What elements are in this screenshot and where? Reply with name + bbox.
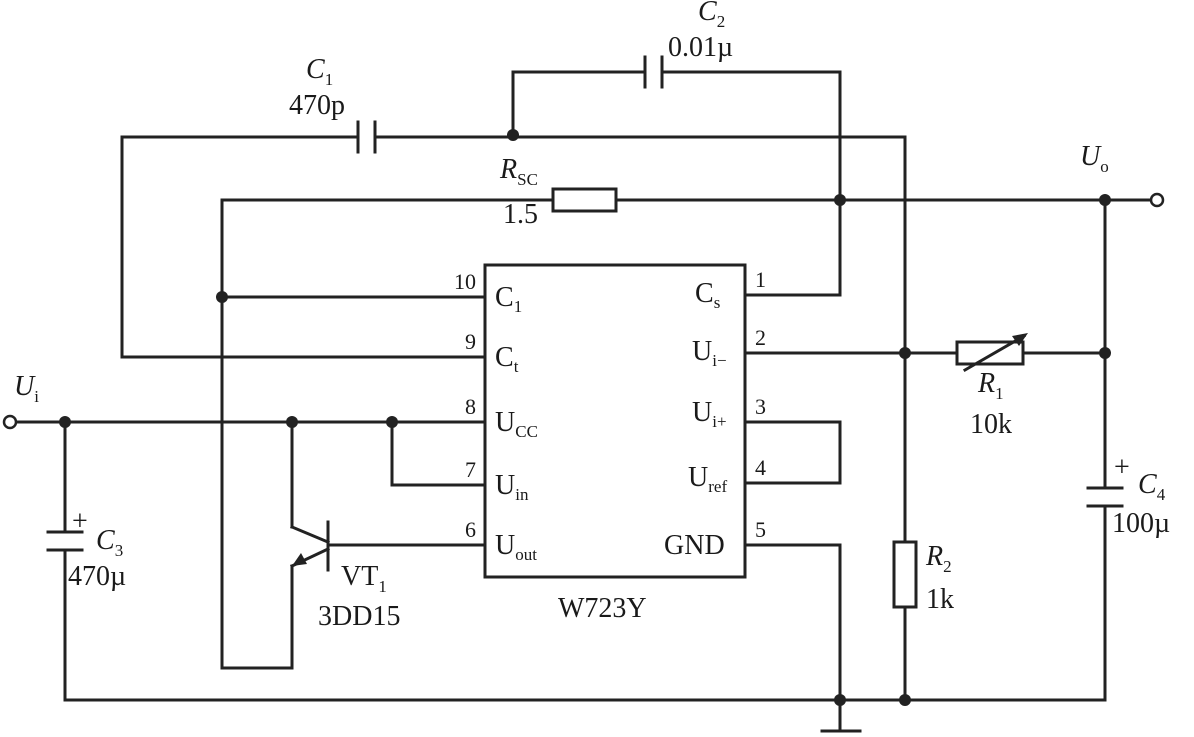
- ic-w723y: [483, 263, 747, 579]
- capacitor-c1: [356, 120, 377, 154]
- c3-polarity: +: [72, 506, 88, 537]
- capacitor-c3: [46, 530, 84, 552]
- pin-label-ct: Ct: [495, 342, 519, 376]
- pin-number: 3: [755, 394, 766, 419]
- pin-number: 1: [755, 267, 766, 292]
- pin-number: 6: [465, 517, 476, 542]
- pin-label-uout: Uout: [495, 530, 537, 564]
- transistor-vt1: [290, 520, 330, 572]
- c2-value: 0.01µ: [668, 32, 733, 63]
- pin-label-gnd: GND: [664, 530, 725, 561]
- pin-label-uin: Uin: [495, 470, 529, 504]
- resistor-r1: [955, 333, 1028, 373]
- r1-value: 10k: [970, 409, 1012, 440]
- rsc-name: RSC: [499, 154, 538, 189]
- c2-name: C2: [698, 0, 725, 31]
- c1-name: C1: [306, 54, 333, 89]
- pin-number: 2: [755, 325, 766, 350]
- pin-number: 4: [755, 455, 766, 480]
- vt1-value: 3DD15: [318, 601, 400, 632]
- pin-number: 10: [454, 269, 476, 294]
- c4-polarity: +: [1114, 452, 1130, 483]
- pin-number: 5: [755, 517, 766, 542]
- pin-number: 8: [465, 394, 476, 419]
- input-label: Ui: [14, 371, 39, 406]
- c4-value: 100µ: [1112, 508, 1170, 539]
- junctions: [59, 129, 1111, 706]
- ic-name-label: W723Y: [558, 593, 647, 624]
- pin-number: 9: [465, 329, 476, 354]
- pin-label-uref: Uref: [688, 462, 727, 496]
- vt1-name: VT1: [341, 561, 387, 596]
- component-labels: C1 470p C2 0.01µ RSC 1.5 R1 10k R2 1k + …: [14, 0, 1170, 632]
- resistor-rsc: [551, 187, 618, 213]
- input-terminal[interactable]: [2, 414, 18, 430]
- ic-pin-labels: C1 Ct UCC Uin Uout Cs Ui− Ui+ Uref GND: [495, 278, 727, 564]
- pin-label-ucc: UCC: [495, 407, 538, 441]
- rsc-value: 1.5: [503, 199, 538, 230]
- resistor-r2: [892, 540, 918, 609]
- pin-label-c1: C1: [495, 282, 522, 316]
- capacitor-c4: [1086, 486, 1124, 508]
- pin-label-ui-minus: Ui−: [692, 336, 727, 370]
- c3-name: C3: [96, 525, 123, 560]
- c3-value: 470µ: [68, 561, 126, 592]
- r2-value: 1k: [926, 584, 954, 615]
- capacitor-c2: [643, 55, 664, 89]
- wires: [13, 70, 1152, 733]
- output-terminal[interactable]: [1149, 192, 1165, 208]
- r1-name: R1: [977, 368, 1004, 403]
- c4-name: C4: [1138, 469, 1166, 504]
- pin-number: 7: [465, 457, 476, 482]
- ic-pin-numbers: 10 9 8 7 6 1 2 3 4 5: [454, 267, 766, 542]
- c1-value: 470p: [289, 90, 345, 121]
- pin-label-ui-plus: Ui+: [692, 397, 727, 431]
- output-label: Uo: [1080, 141, 1109, 176]
- r2-name: R2: [925, 541, 952, 576]
- pin-label-cs: Cs: [695, 278, 720, 312]
